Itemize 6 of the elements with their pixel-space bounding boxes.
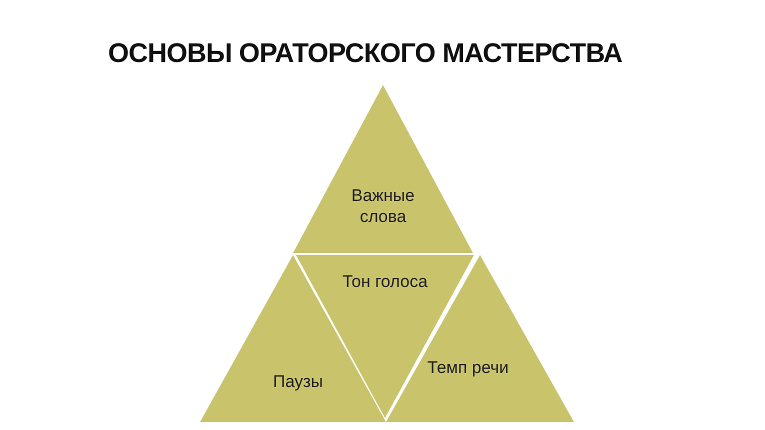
title: ОСНОВЫ ОРАТОРСКОГО МАСТЕРСТВА	[108, 38, 622, 69]
triangle-label: Темп речи	[426, 357, 510, 378]
triangle	[293, 85, 473, 253]
triangle-label: Паузы	[272, 371, 324, 392]
triangle-label: Тон голоса	[341, 271, 429, 292]
triangle-label: Важные слова	[350, 185, 416, 227]
